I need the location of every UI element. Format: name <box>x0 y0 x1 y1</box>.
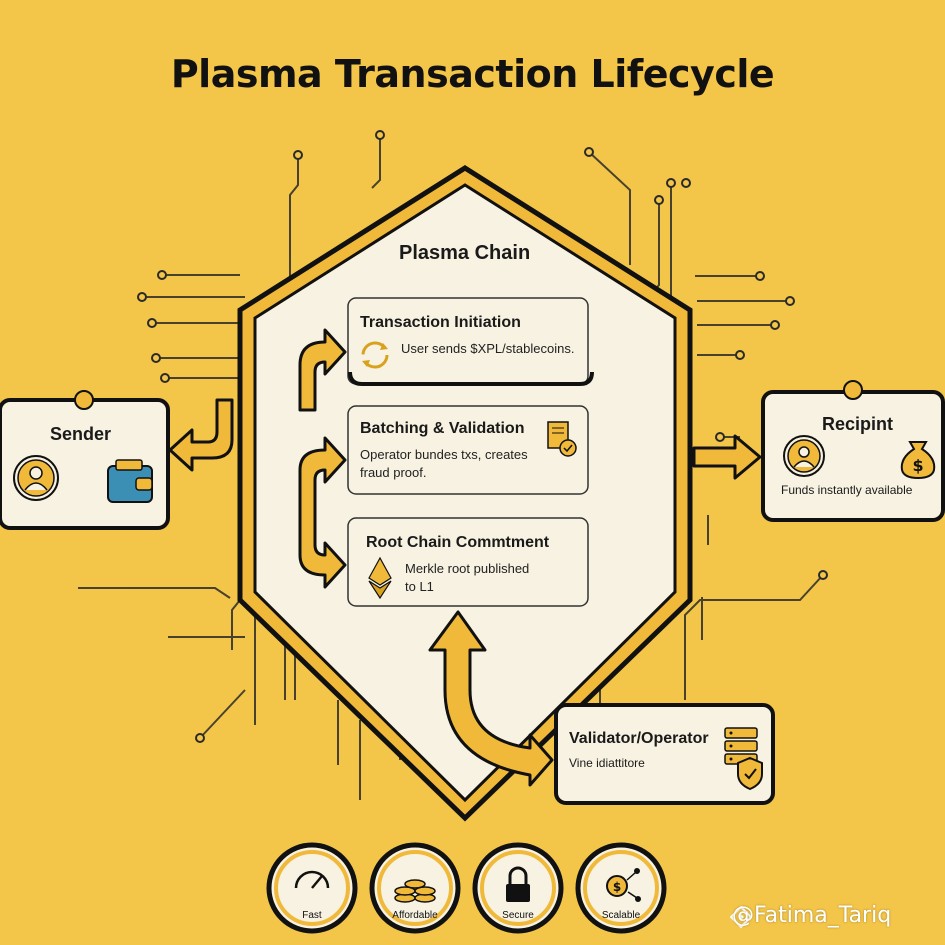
arrow-chain-to-recipient <box>692 434 762 480</box>
badge-scalable: $ <box>575 842 667 934</box>
recipient-avatar-icon <box>783 435 825 477</box>
recipient-desc: Funds instantly available <box>781 483 913 497</box>
arrow-to-initiation <box>298 328 347 412</box>
step-desc-initiation: User sends $XPL/stablecoins. <box>401 341 575 356</box>
shield-icon <box>737 756 763 791</box>
validator-card <box>554 703 775 805</box>
step-desc-root-commit-line1: Merkle root published <box>405 561 530 576</box>
ethereum-icon <box>368 556 392 600</box>
badge-secure-label: Secure <box>502 910 534 921</box>
badge-affordable <box>369 842 461 934</box>
step-box-batching <box>347 405 589 495</box>
plasma-chain-label: Plasma Chain <box>399 242 531 264</box>
badge-secure <box>472 842 564 934</box>
watermark: @Fatima_Tariq <box>732 903 892 928</box>
svg-text:$: $ <box>912 456 923 475</box>
badge-scalable-label: Scalable <box>601 910 641 921</box>
svg-text:$: $ <box>613 880 621 894</box>
badge-fast-label: Fast <box>302 910 322 921</box>
badge-fast <box>266 842 358 934</box>
binance-logo-icon <box>729 905 753 929</box>
step-title-batching: Batching & Validation <box>360 420 525 437</box>
page-title: Plasma Transaction Lifecycle <box>170 52 775 96</box>
step-desc-batching-line1: Operator bundes txs, creates <box>360 447 528 462</box>
recipient-title: Recipint <box>822 414 894 434</box>
sender-title: Sender <box>50 424 112 444</box>
arrow-validator-to-chain <box>428 610 554 787</box>
document-check-icon <box>547 421 577 457</box>
arrow-chain-to-sender <box>168 398 234 472</box>
step-title-root-commit: Root Chain Commtment <box>366 534 550 551</box>
money-bag-icon: $ <box>900 441 936 480</box>
circuit-traces <box>78 135 824 800</box>
validator-desc: Vine idiattitore <box>569 756 645 770</box>
step-box-root-commit <box>347 517 589 607</box>
wallet-icon <box>107 459 153 503</box>
step-title-initiation: Transaction Initiation <box>360 314 521 331</box>
refresh-icon <box>361 341 389 369</box>
badge-affordable-label: Affordable <box>392 910 438 921</box>
validator-title: Validator/Operator <box>569 730 709 747</box>
step-desc-root-commit-line2: to L1 <box>405 579 434 594</box>
step-desc-batching-line2: fraud proof. <box>360 465 427 480</box>
arrow-to-batching <box>298 436 347 589</box>
sender-avatar-icon <box>13 455 59 501</box>
